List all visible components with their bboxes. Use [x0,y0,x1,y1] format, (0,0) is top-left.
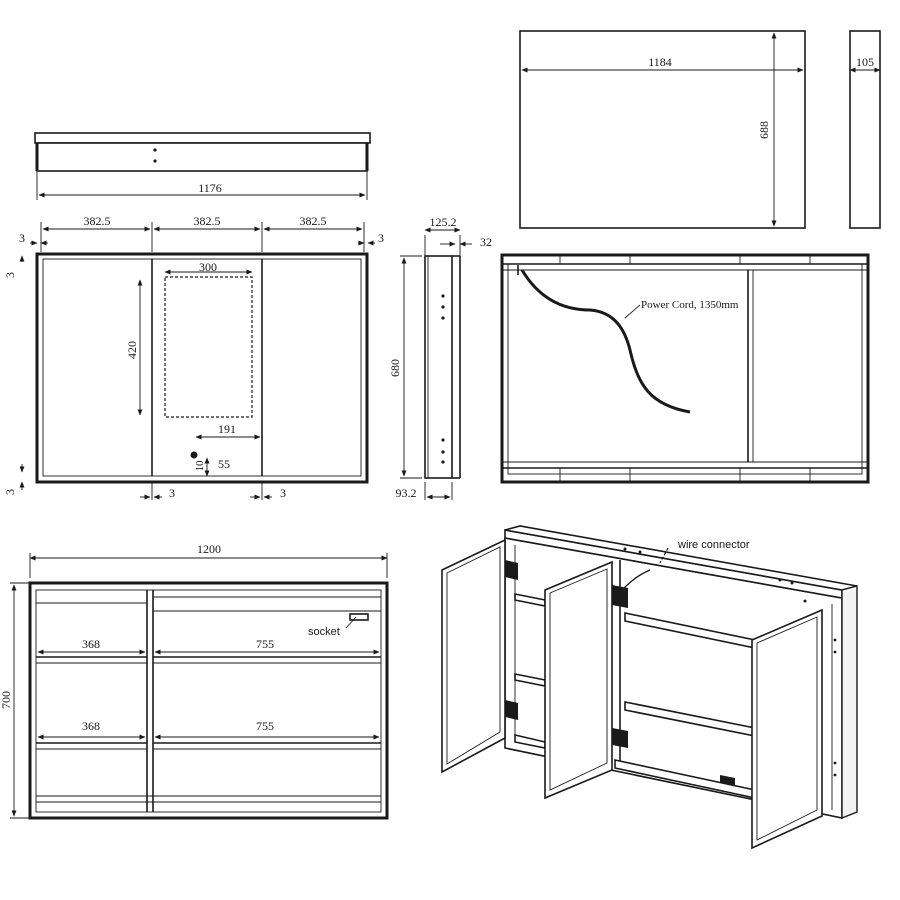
dim-carton-width: 1184 [648,55,672,69]
interior-view: 1200 700 368 755 368 755 [0,542,389,820]
dim-gap-right: 3 [280,486,286,500]
carton-side: 105 [849,30,881,229]
top-view-lid [34,132,371,144]
dim-shelf-right-1: 755 [256,637,274,651]
iso-cabinet-side [841,585,858,820]
power-cord [520,269,691,414]
socket-icon [349,613,369,621]
dim-side-top-offset: 32 [480,235,492,249]
carton-side-box [849,30,881,229]
dim-seg-mid: 382.5 [194,214,221,228]
screw-dot [153,148,157,152]
top-view: 1176 [34,132,371,200]
dim-gap-left: 3 [169,486,175,500]
dim-edge-bottom: 3 [3,489,17,495]
switch-icon [190,451,198,459]
front-frame-inner [42,258,362,477]
dim-interior-width: 1200 [197,542,221,556]
label-power-cord: Power Cord, 1350mm [641,299,739,311]
carton-front-box [519,30,806,229]
dim-interior-height: 700 [0,691,13,709]
iso-door-middle [544,560,613,800]
dim-carton-depth: 105 [856,55,874,69]
dim-side-depth: 125.2 [430,215,457,229]
dim-edge-left: 3 [19,231,25,245]
dim-mirror-width: 300 [199,260,217,274]
dim-edge-top: 3 [3,272,17,278]
label-wire-connector: wire connector [677,539,750,551]
dim-switch-height: 55 [218,457,230,471]
iso-door-left [441,538,506,774]
dim-side-bottom: 93.2 [396,486,417,500]
top-view-body [36,142,368,172]
side-view: 125.2 32 680 93.2 [388,215,492,500]
back-frame-outer [500,253,870,484]
interior-frame-inner [35,589,382,813]
front-view: 382.5 382.5 382.5 3 3 3 3 300 420 191 55 [3,214,384,500]
interior-frame-outer [28,581,389,820]
iso-door-right [751,608,823,850]
label-socket: socket [308,626,340,638]
dim-carton-height: 688 [757,121,771,139]
dim-top-width: 1176 [198,181,222,195]
dim-seg-left: 382.5 [84,214,111,228]
dim-shelf-left-2: 368 [82,719,100,733]
dim-switch-offset: 191 [218,422,236,436]
dim-edge-right: 3 [378,231,384,245]
side-panel [424,255,453,479]
back-view: Power Cord, 1350mm [500,253,870,484]
dim-shelf-right-2: 755 [256,719,274,733]
dim-side-height: 680 [388,359,402,377]
screw-dot [153,159,157,163]
front-frame-outer [35,252,369,484]
svg-text:10: 10 [194,460,206,472]
dim-seg-right: 382.5 [300,214,327,228]
dim-shelf-left-1: 368 [82,637,100,651]
isometric-view: wire connector [441,525,858,850]
carton-front: 1184 688 [519,30,806,229]
iso-socket [720,775,735,786]
back-frame-inner [507,263,863,475]
mirror-area [164,276,253,418]
dim-mirror-height: 420 [125,341,139,359]
